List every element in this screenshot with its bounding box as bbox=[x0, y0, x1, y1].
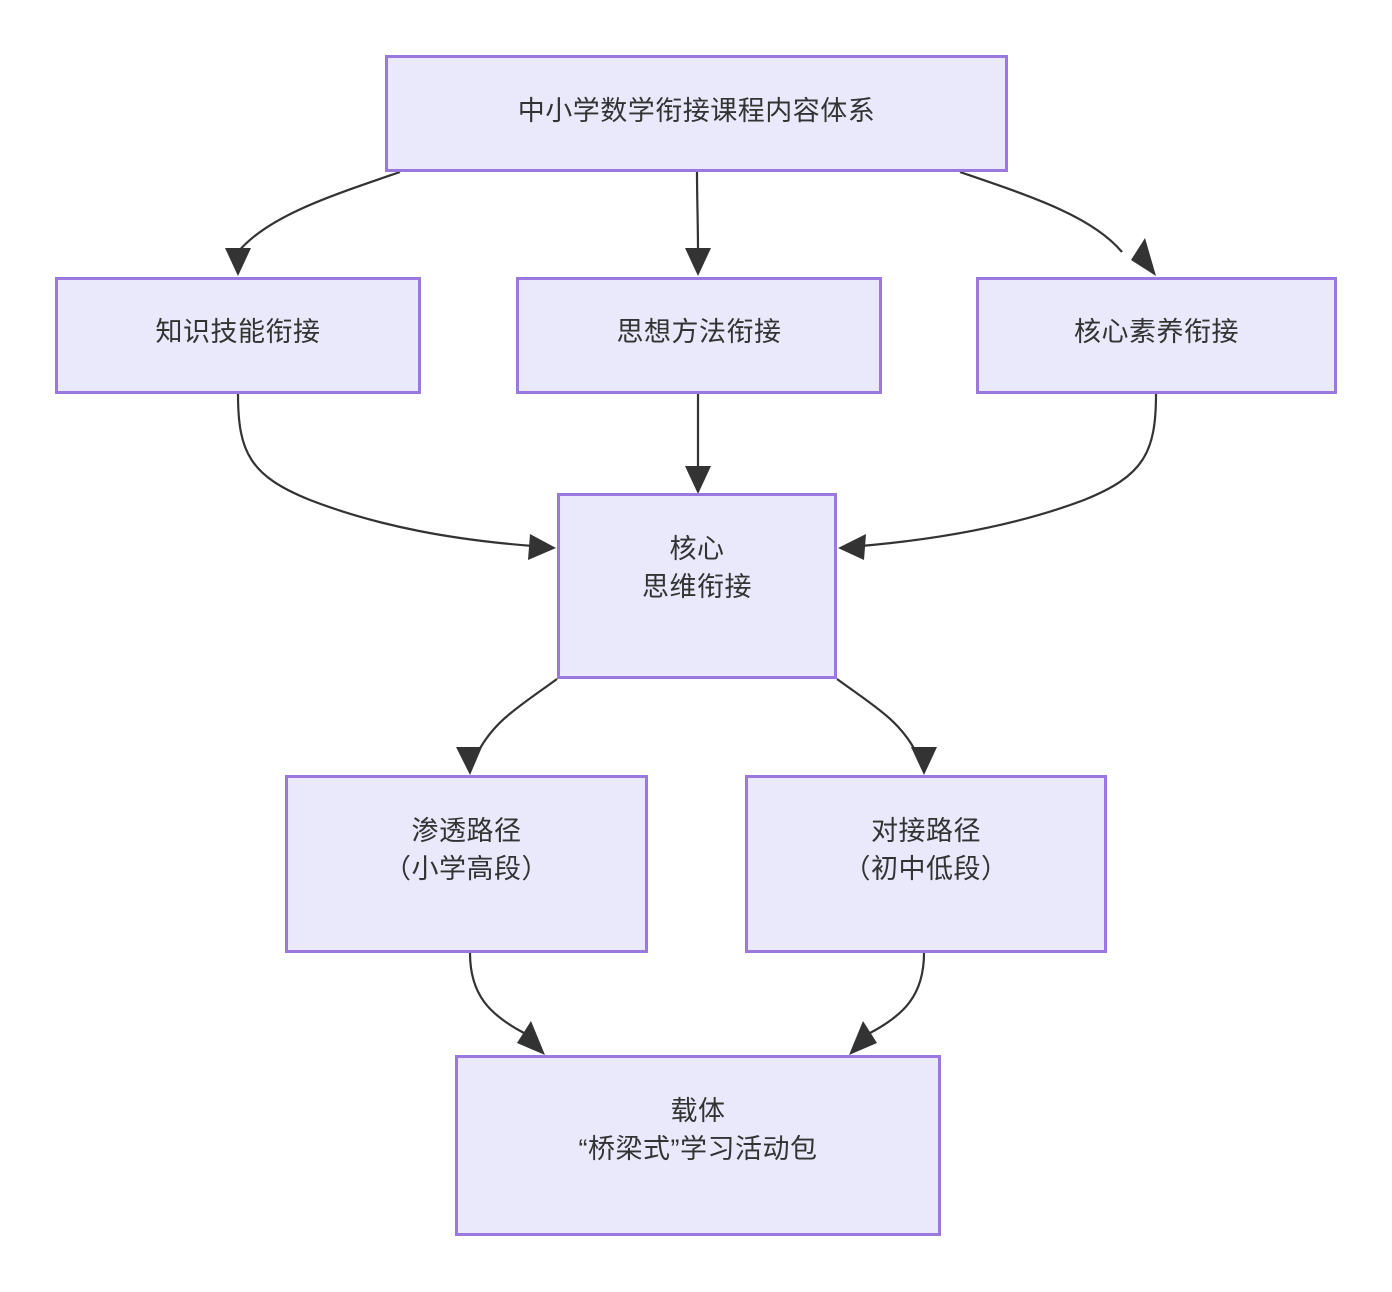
node-label-line2: “桥梁式”学习活动包 bbox=[578, 1134, 818, 1165]
node-label: 知识技能衔接 bbox=[155, 317, 321, 348]
edge-n1-n2 bbox=[225, 170, 401, 276]
edge-n4-n5 bbox=[838, 393, 1158, 560]
node-label-line2: 思维衔接 bbox=[642, 572, 752, 603]
node-label: 中小学数学衔接课程内容体系 bbox=[517, 96, 876, 127]
edge-n7-n8 bbox=[849, 952, 926, 1055]
node-curriculum-system[interactable]: 中小学数学衔接课程内容体系 bbox=[385, 55, 1008, 172]
node-label-line1: 渗透路径 bbox=[411, 816, 522, 846]
node-knowledge-skills[interactable]: 知识技能衔接 bbox=[55, 277, 421, 394]
node-connection-path[interactable]: 对接路径 （初中低段） bbox=[745, 775, 1107, 953]
edge-n6-n8 bbox=[468, 952, 545, 1055]
node-thinking-methods[interactable]: 思想方法衔接 bbox=[516, 277, 882, 394]
node-infiltration-path[interactable]: 渗透路径 （小学高段） bbox=[285, 775, 648, 953]
node-core-literacy[interactable]: 核心素养衔接 bbox=[976, 277, 1337, 394]
node-label-line1: 对接路径 bbox=[871, 816, 981, 846]
node-label-line2: （初中低段） bbox=[843, 854, 1009, 885]
node-label-line2: （小学高段） bbox=[384, 854, 549, 885]
edge-n1-n4 bbox=[959, 170, 1156, 276]
node-label-line1: 核心 bbox=[669, 534, 725, 564]
edge-n3-n5 bbox=[685, 394, 711, 494]
node-label-line1: 载体 bbox=[670, 1096, 726, 1126]
node-label: 思想方法衔接 bbox=[616, 317, 782, 348]
edge-n5-n6 bbox=[456, 678, 558, 775]
edge-n1-n3 bbox=[685, 171, 711, 276]
node-carrier-bridge-package[interactable]: 载体 “桥梁式”学习活动包 bbox=[455, 1055, 941, 1236]
node-label: 核心素养衔接 bbox=[1074, 317, 1239, 348]
node-core-thinking[interactable]: 核心 思维衔接 bbox=[557, 493, 837, 679]
edge-n5-n7 bbox=[836, 678, 937, 775]
edge-n2-n5 bbox=[236, 393, 556, 560]
